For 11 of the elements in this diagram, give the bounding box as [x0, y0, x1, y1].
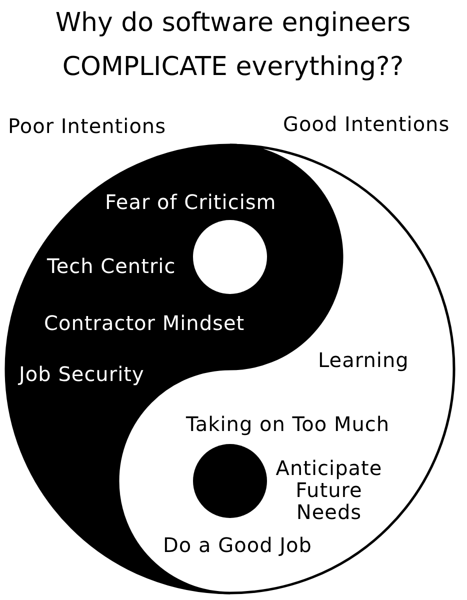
reason-label: Tech Centric: [47, 254, 176, 278]
reason-label: Job Security: [19, 362, 144, 386]
reason-label: Fear of Criticism: [105, 190, 276, 214]
heading-label: Good Intentions: [283, 112, 450, 136]
reason-label: Contractor Mindset: [44, 311, 245, 335]
reason-label: Do a Good Job: [163, 533, 312, 557]
reason-label: Taking on Too Much: [186, 412, 390, 436]
title: Why do software engineers COMPLICATE everything??: [54, 7, 412, 84]
reason-label: Anticipate Future Needs: [274, 457, 384, 523]
reason-label: Learning: [318, 348, 409, 372]
heading-label: Poor Intentions: [8, 114, 166, 138]
